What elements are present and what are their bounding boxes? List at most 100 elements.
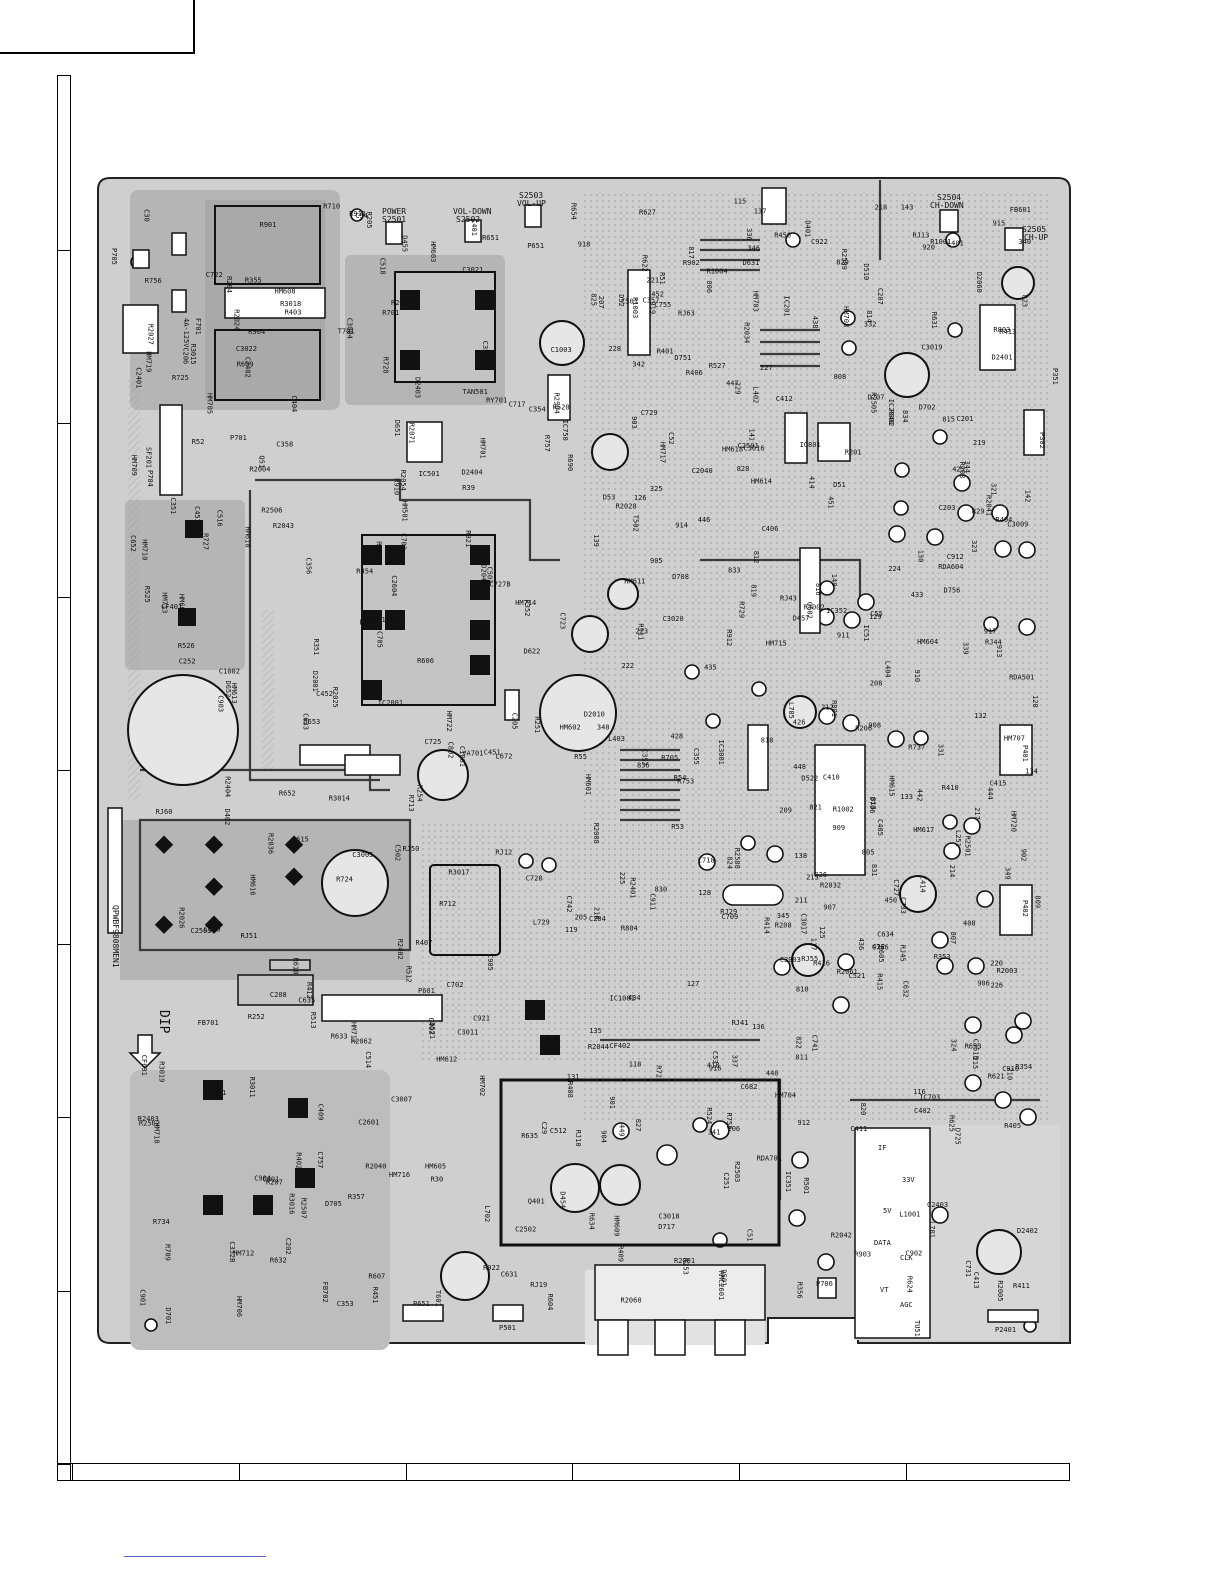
component-ref: RJ41 (732, 1019, 749, 1027)
component-ref: R904 (248, 328, 265, 336)
component-ref: L1001 (899, 1210, 920, 1218)
wire-number: 805 (862, 848, 875, 856)
frame-tick (58, 944, 70, 945)
wire-number: 811 (795, 1053, 808, 1061)
wire-number: 444 (986, 787, 994, 800)
component-ref: RJ55 (801, 955, 818, 963)
electrolytic-capacitors (127, 266, 1035, 1301)
component-ref: HM604 (917, 638, 938, 646)
component-ref: R30 (431, 1175, 444, 1183)
component-ref: R912 (725, 629, 733, 646)
component-ref: HM606 (177, 594, 185, 615)
component-ref: HM716 (389, 1171, 410, 1179)
tuner-pin: DATA (874, 1239, 892, 1247)
wire-number: 224 (888, 565, 901, 573)
tuner-pin: 33V (902, 1176, 915, 1184)
wire-number: 130 (917, 550, 925, 563)
component-ref: R207 (266, 1179, 283, 1187)
component-ref: R353 (934, 953, 951, 961)
component-ref: C207 (876, 288, 884, 305)
component-ref: C904 (254, 1174, 271, 1182)
connector-p701: P701 (230, 434, 247, 442)
component-ref: D717 (658, 1223, 675, 1231)
component-ref: R413 (999, 328, 1016, 336)
component-ref: IC2001 (378, 699, 403, 707)
wire-number: 901 (608, 1096, 616, 1109)
component-ref: C413 (972, 1272, 980, 1289)
component-ref: L672 (496, 753, 513, 761)
component-ref: C406 (762, 525, 779, 533)
component-ref: C452 (316, 690, 333, 698)
wire-number: 908 (868, 721, 881, 729)
component-ref: HM614 (751, 478, 772, 486)
wire-number: 336 (745, 228, 753, 241)
wire-number: 912 (798, 1119, 811, 1127)
component-ref: D53 (603, 493, 616, 501)
component-ref: R3019 (158, 1061, 166, 1082)
footer-link[interactable] (124, 1556, 266, 1557)
component-ref: HM617 (913, 826, 934, 834)
component-ref: C912 (947, 553, 964, 561)
component-ref: C2604 (390, 575, 398, 596)
component-ref: R1004 (707, 268, 728, 276)
component-ref: R627 (639, 208, 656, 216)
component-ref: C55 (870, 610, 883, 618)
component-ref: R801 (830, 700, 838, 717)
wire-number: 418 (707, 1061, 720, 1069)
component-ref: R2062 (351, 1038, 372, 1046)
switch-ref-ch-down: S2504 (937, 193, 961, 202)
component-ref: D707 (868, 394, 885, 402)
component-ref: R2403 (138, 1115, 159, 1123)
board-id: QPWBF9808MEN1 (111, 905, 120, 968)
wire-number: 134 (1025, 768, 1038, 776)
component-ref: D2060 (975, 272, 983, 293)
component-ref: R2040 (365, 1163, 386, 1171)
component-ref: R2026 (177, 907, 185, 928)
wire-number: 221 (646, 277, 659, 285)
component-ref: C414 (918, 876, 926, 893)
component-ref: R709 (164, 1244, 172, 1261)
wire-number: 449 (618, 1124, 626, 1137)
wire-number: 225 (618, 872, 626, 885)
wire-number: 325 (650, 485, 663, 493)
wire-number: 207 (597, 296, 605, 309)
component-ref: C727 (892, 879, 900, 896)
component-ref: C52 (667, 432, 675, 445)
tuner-pin: IF (878, 1144, 886, 1152)
wire-number: 209 (779, 806, 792, 814)
wire-number: 337 (731, 1055, 739, 1068)
component-ref: C1002 (219, 668, 240, 676)
component-ref: Q401 (528, 1198, 545, 1206)
component-ref: L401 (947, 240, 964, 248)
component-ref: IC352 (826, 607, 847, 615)
switch-ref-ch-up: S2505 (1022, 225, 1046, 234)
component-ref: R624 (905, 1276, 913, 1293)
component-ref: FB702 (321, 1282, 329, 1303)
component-ref: R2503 (733, 1161, 741, 1182)
component-ref: R2054 (399, 470, 407, 491)
component-ref: R2041 (985, 495, 993, 516)
component-ref: IC750 (561, 420, 569, 441)
component-ref: C3020 (663, 615, 684, 623)
wire-number: 812 (752, 551, 760, 564)
wire-number: 414 (808, 476, 816, 489)
component-ref: RJ44 (985, 639, 1002, 647)
wire-number: 440 (766, 1070, 779, 1078)
component-ref: C2501 (738, 442, 759, 450)
wire-number: 807 (949, 932, 957, 945)
component-ref: R724 (336, 876, 353, 884)
component-ref: R622 (641, 255, 649, 272)
wire-number: 810 (796, 986, 809, 994)
component-ref: C615 (292, 836, 309, 844)
wire-number: 906 (977, 979, 990, 987)
wire-number: 442 (916, 789, 924, 802)
wire-number: 213 (806, 873, 819, 881)
component-ref: C633 (302, 713, 310, 730)
component-ref: RDA604 (938, 563, 963, 571)
component-ref: IC1001 (610, 994, 635, 1002)
component-ref: R511 (637, 623, 645, 640)
component-ref: C206 (182, 347, 190, 364)
wire-number: 321 (989, 483, 997, 496)
component-ref: RJ13 (913, 231, 930, 239)
component-ref: R1002 (833, 805, 854, 813)
